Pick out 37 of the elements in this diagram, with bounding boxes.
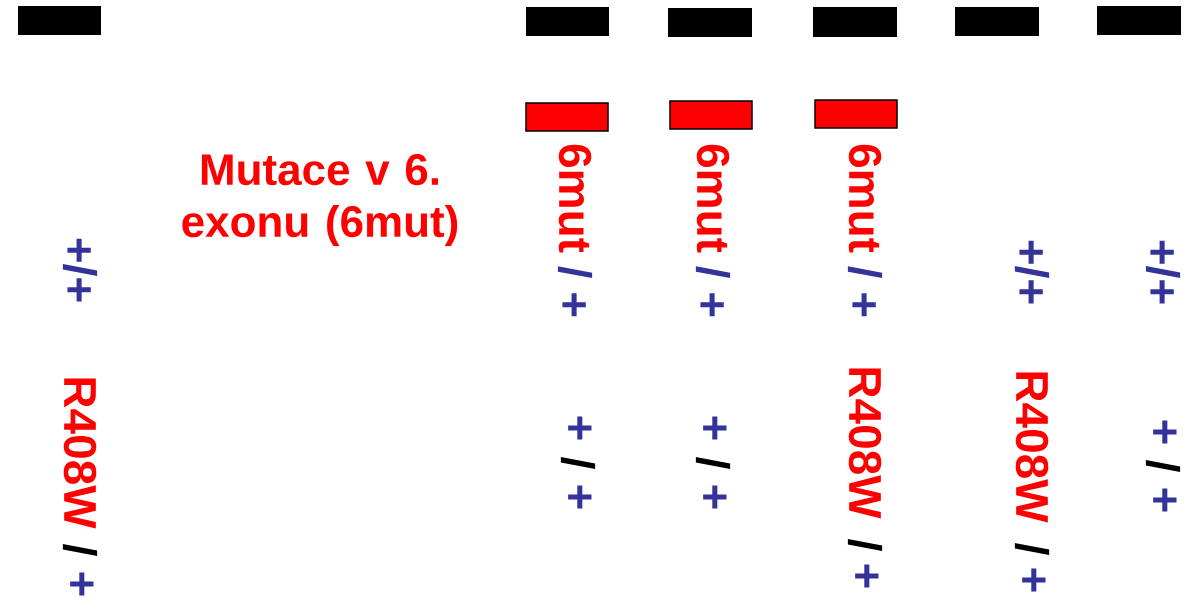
genotype-label: + [703, 485, 727, 509]
genotype-label: + [1153, 420, 1177, 444]
genotype-label: + [1022, 568, 1046, 592]
genotype-label: + [855, 564, 879, 588]
genotype-label: / [62, 544, 98, 556]
genotype-label: / [1014, 543, 1050, 555]
gel-band [18, 6, 101, 35]
genotype-label: + [568, 416, 592, 440]
gel-band [813, 7, 897, 37]
genotype-label: / [560, 457, 596, 469]
genotype-label: / [1145, 460, 1181, 472]
gel-band [814, 99, 898, 129]
genotype-label: R408W [848, 368, 882, 519]
genotype-label: + [1153, 488, 1177, 512]
genotype-label: / + [557, 266, 593, 317]
genotype-label: R408W [1015, 372, 1049, 523]
genotype-label: 6mut [848, 144, 882, 253]
genotype-label: +/+ [1014, 240, 1050, 304]
genotype-label: + [703, 416, 727, 440]
gel-band [955, 7, 1039, 36]
genotype-label: + [568, 485, 592, 509]
genotype-label: R408W [63, 378, 97, 529]
gel-band [525, 102, 609, 132]
gel-band [1097, 6, 1181, 35]
genotype-label: + [70, 572, 94, 596]
genotype-label: / [695, 457, 731, 469]
gel-band [526, 7, 609, 36]
genotype-label: +/+ [1145, 240, 1181, 304]
genotype-label: / + [847, 266, 883, 317]
heading: Mutace v 6. exonu (6mut) [182, 154, 458, 246]
genotype-label: 6mut [558, 144, 592, 253]
gel-band [669, 100, 753, 130]
genotype-label: / + [695, 266, 731, 317]
genotype-label: 6mut [696, 144, 730, 253]
gel-band [668, 8, 752, 37]
genotype-label: / [847, 539, 883, 551]
genotype-label: +/+ [62, 238, 98, 302]
